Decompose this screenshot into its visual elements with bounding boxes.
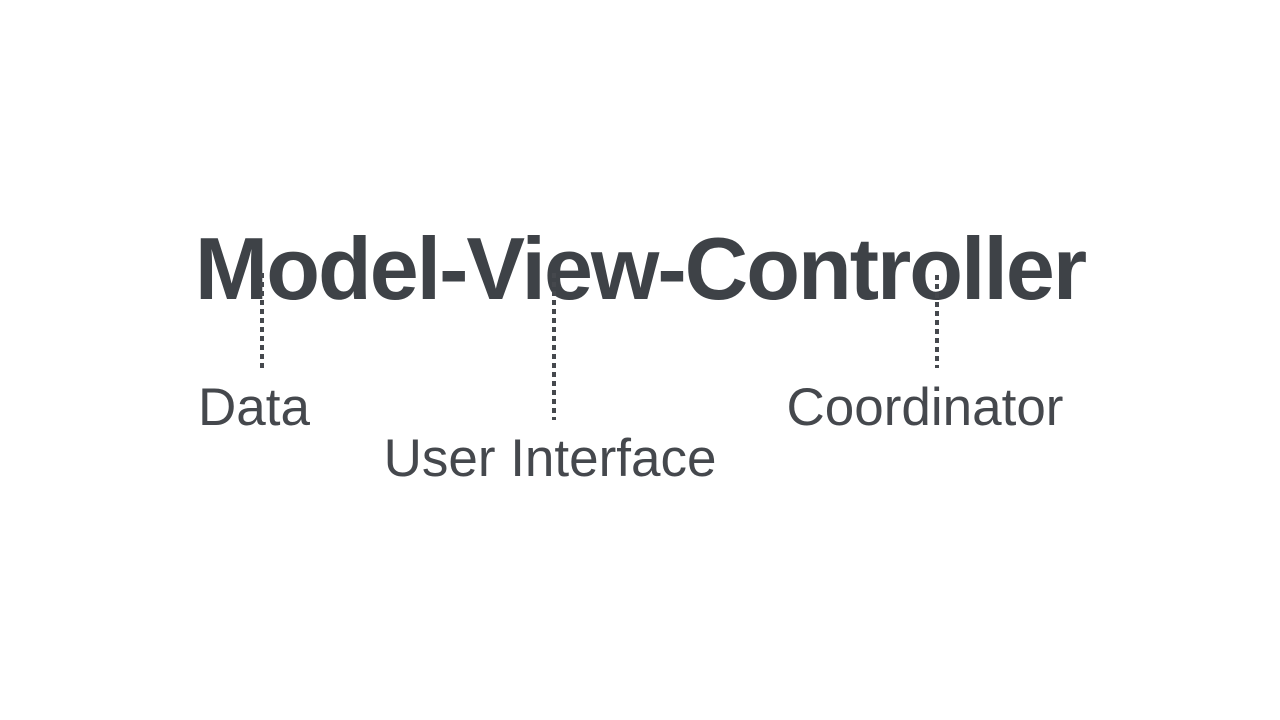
dotted-connector-view [552, 273, 556, 420]
label-controller-coordinator: Coordinator [786, 378, 1064, 437]
dotted-connector-controller [935, 275, 939, 368]
dotted-connector-model [260, 273, 264, 371]
label-view-user-interface: User Interface [383, 429, 717, 488]
label-model-data: Data [198, 378, 310, 437]
diagram-title: Model-View-Controller [194, 218, 1087, 318]
